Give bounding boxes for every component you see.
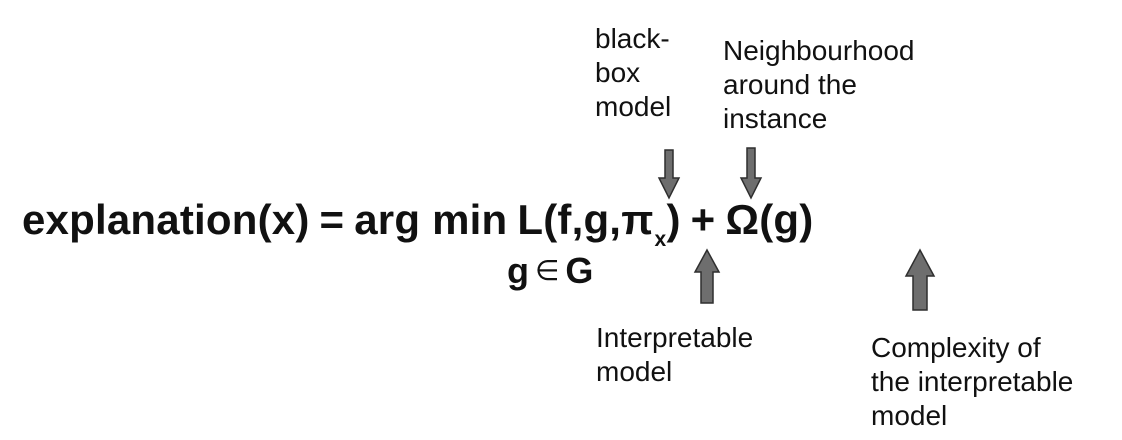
down-arrow-icon [657, 149, 681, 200]
formula-pi-subscript: x [654, 228, 667, 251]
up-arrow-icon [693, 248, 721, 304]
complexity-label: Complexity of the interpretable model [871, 331, 1073, 433]
neighbourhood-label-line-1: Neighbourhood [723, 35, 915, 66]
complexity-label-line-2: the interpretable [871, 366, 1074, 398]
black-box-label-line-2: box [595, 57, 641, 89]
formula-argmin: arg min [354, 196, 508, 243]
formula-plus: + [690, 196, 716, 243]
element-of-symbol: ∈ [535, 255, 560, 286]
formula-equals: = [319, 196, 345, 243]
argmin-subscript: g∈G [507, 250, 593, 292]
neighbourhood-label-line-3: instance [723, 103, 828, 135]
black-box-model-label: black- box model [595, 22, 671, 124]
formula-regularizer: Ω(g) [725, 196, 814, 243]
complexity-label-line-1: Complexity of [871, 332, 1041, 363]
formula-pi: π [621, 196, 654, 243]
formula-loss-open: L(f,g, [517, 196, 622, 243]
up-arrow-icon [904, 248, 936, 311]
interpretable-model-label: Interpretable model [596, 321, 753, 389]
black-box-label-line-3: model [595, 91, 672, 123]
interpretable-label-line-2: model [596, 356, 673, 388]
neighbourhood-label: Neighbourhood around the instance [723, 34, 915, 136]
down-arrow-icon [739, 147, 763, 200]
formula-lhs: explanation(x) [22, 196, 310, 243]
argmin-subscript-var: g [507, 250, 529, 291]
neighbourhood-label-line-2: around the [723, 69, 857, 101]
formula-loss-close: ) [666, 196, 681, 243]
black-box-label-line-1: black- [595, 23, 670, 54]
argmin-subscript-set: G [565, 250, 594, 291]
interpretable-label-line-1: Interpretable [596, 322, 754, 353]
complexity-label-line-3: model [871, 400, 948, 432]
